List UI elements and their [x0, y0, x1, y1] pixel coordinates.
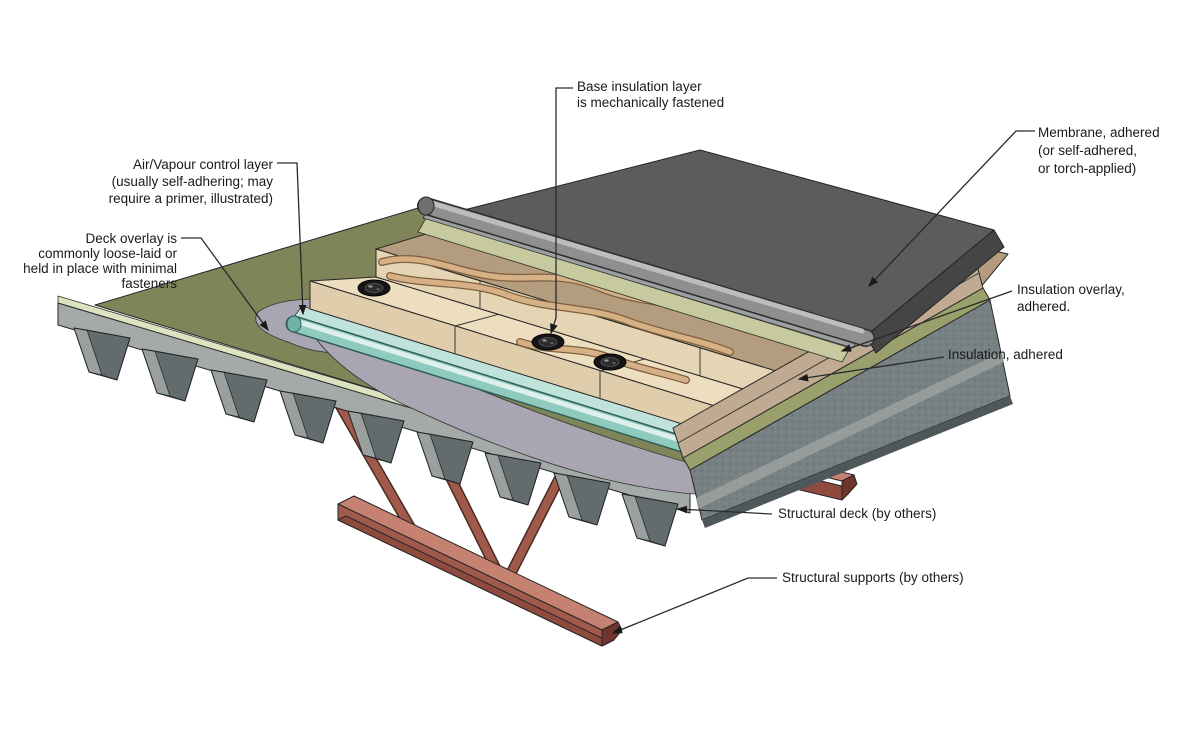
- membrane-roll: [418, 198, 874, 346]
- label-line: Membrane, adhered: [1038, 125, 1160, 140]
- label-structural-deck: Structural deck (by others): [778, 506, 936, 522]
- vapour-roll: [287, 317, 715, 459]
- leader-air-vapour: [277, 162, 307, 316]
- bottom-chord-beam: [337, 495, 623, 647]
- label-insulation: Insulation, adhered: [948, 347, 1063, 363]
- label-insulation-overlay: Insulation overlay, adhered.: [1017, 281, 1125, 315]
- label-line: Base insulation layer: [577, 79, 702, 94]
- leader-insulation: [797, 356, 945, 382]
- deck-side-stripe: [696, 352, 1004, 509]
- label-line: Deck overlay is: [85, 231, 177, 246]
- label-line: require a primer, illustrated): [108, 191, 273, 206]
- label-air-vapour: Air/Vapour control layer (usually self-a…: [109, 156, 273, 207]
- label-line: commonly loose-laid or: [38, 246, 177, 261]
- leader-lines: [181, 87, 1035, 634]
- label-line: Air/Vapour control layer: [132, 157, 273, 172]
- leader-insulation-overlay: [840, 290, 1013, 352]
- label-line: Structural supports (by others): [782, 570, 964, 585]
- deck-side-lip: [702, 396, 1013, 528]
- membrane-group: [417, 149, 1005, 363]
- label-line: adhered.: [1017, 299, 1071, 314]
- label-deck-overlay: Deck overlay is commonly loose-laid or h…: [23, 231, 177, 291]
- structural-supports-group: [325, 385, 858, 647]
- leader-deck-overlay: [181, 237, 269, 332]
- leader-membrane: [868, 130, 1035, 287]
- label-line: held in place with minimal: [23, 261, 177, 276]
- leader-base-insulation: [550, 87, 573, 335]
- label-structural-supports: Structural supports (by others): [782, 570, 964, 586]
- label-line: Insulation, adhered: [948, 347, 1063, 362]
- label-line: is mechanically fastened: [577, 95, 725, 110]
- leader-structural-supports: [611, 577, 777, 634]
- label-line: fasteners: [121, 276, 177, 291]
- label-line: Insulation overlay,: [1017, 282, 1125, 297]
- label-membrane: Membrane, adhered (or self-adhered, or t…: [1038, 124, 1160, 178]
- label-base-insulation: Base insulation layer is mechanically fa…: [577, 79, 724, 111]
- label-line: (or self-adhered,: [1038, 143, 1138, 158]
- leader-structural-deck: [676, 505, 773, 515]
- membrane-drape: [865, 229, 1005, 354]
- label-line: or torch-applied): [1038, 161, 1137, 176]
- vapour-control-layer: [285, 305, 717, 461]
- label-line: (usually self-adhering; may: [111, 174, 273, 189]
- label-line: Structural deck (by others): [778, 506, 937, 521]
